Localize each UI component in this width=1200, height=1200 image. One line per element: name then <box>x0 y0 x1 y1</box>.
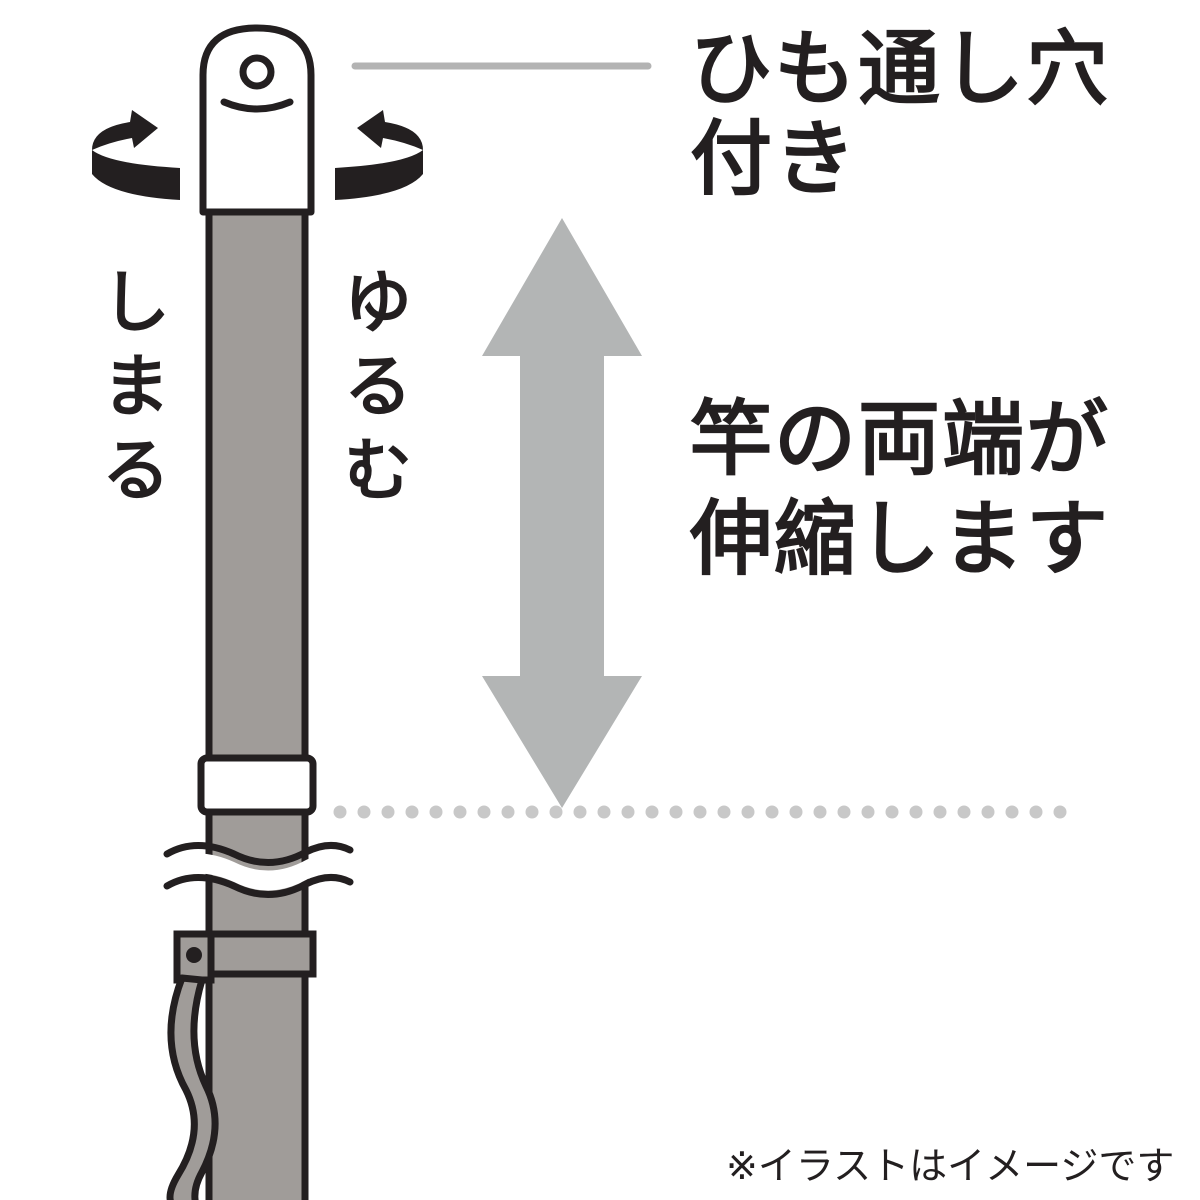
vertical-char: る <box>343 348 412 427</box>
extension-label-line2: 伸縮します <box>690 492 1111 587</box>
break-mark <box>167 852 350 891</box>
vertical-char: ま <box>101 348 170 427</box>
loosen-label: ゆるむ <box>338 262 418 514</box>
pole-tube <box>205 208 309 1200</box>
extension-arrow-icon <box>482 218 642 808</box>
rotate-left-arrow-icon <box>92 110 180 200</box>
loosen-text: ゆるむ <box>338 262 418 514</box>
rotate-right-arrow-icon <box>335 110 423 200</box>
vertical-char: し <box>101 264 170 343</box>
tighten-text: しまる <box>96 262 176 514</box>
string-hole-label-line2: 付き <box>690 112 859 207</box>
strap <box>166 930 219 1200</box>
vertical-char: む <box>343 432 412 511</box>
extension-label-line1: 竿の両端が <box>690 392 1111 487</box>
tighten-label: しまる <box>96 262 176 514</box>
string-hole-icon <box>239 54 275 90</box>
clip-band <box>201 930 317 978</box>
vertical-char: る <box>101 432 170 511</box>
vertical-char: ゆ <box>343 264 412 343</box>
string-hole-label-line1: ひも通し穴 <box>690 22 1111 117</box>
illustration-note: ※イラストはイメージです <box>726 1144 1175 1188</box>
end-cap <box>199 24 315 216</box>
joint-ring <box>197 754 317 816</box>
cap-groove <box>220 98 294 113</box>
